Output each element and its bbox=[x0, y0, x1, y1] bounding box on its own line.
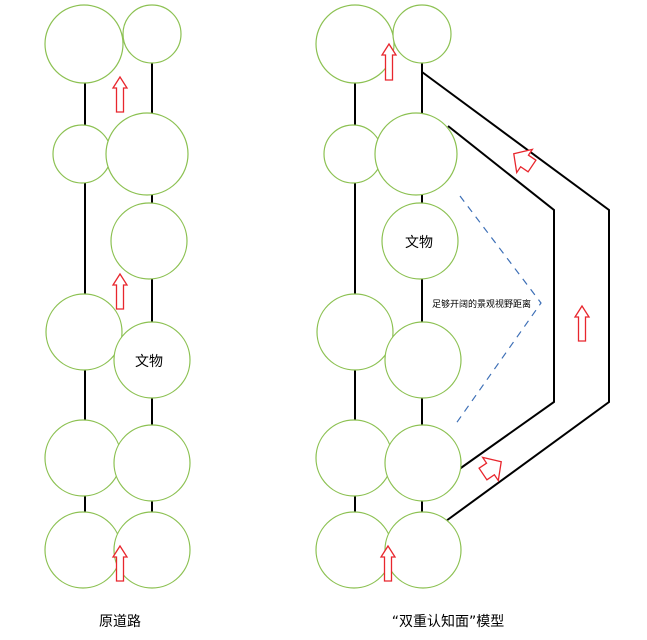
tree bbox=[374, 112, 458, 196]
outer-loop-path bbox=[421, 71, 610, 522]
tree bbox=[384, 424, 462, 502]
dual-cognition-panel: 文物 足够开阔的景观视野距离 “双重认知面”模型 bbox=[315, 4, 610, 630]
tree bbox=[315, 4, 395, 84]
tree bbox=[44, 4, 124, 84]
relic-circle bbox=[381, 202, 459, 280]
original-road-panel: 文物 原道路 bbox=[44, 4, 191, 630]
tree bbox=[110, 202, 188, 280]
model-arrows bbox=[379, 42, 591, 582]
up-arrow-icon bbox=[111, 75, 129, 113]
tree bbox=[122, 4, 182, 64]
tree bbox=[105, 112, 189, 196]
tree bbox=[44, 511, 122, 589]
up-arrow-icon bbox=[573, 304, 591, 342]
tree bbox=[323, 124, 383, 184]
tree bbox=[316, 293, 394, 371]
tree bbox=[315, 511, 393, 589]
up-arrow-icon bbox=[379, 544, 397, 582]
tree bbox=[384, 511, 462, 589]
tree bbox=[52, 124, 112, 184]
sightline bbox=[454, 195, 542, 426]
tree bbox=[44, 419, 122, 497]
tree bbox=[315, 419, 393, 497]
view-sightline bbox=[454, 195, 542, 426]
original-road-caption: 原道路 bbox=[99, 614, 141, 630]
view-distance-label: 足够开阔的景观视野距离 bbox=[432, 298, 531, 310]
up-arrow-icon bbox=[478, 456, 502, 483]
relic-label: 文物 bbox=[135, 354, 163, 370]
tree bbox=[45, 293, 123, 371]
original-road-arrows bbox=[111, 75, 129, 582]
relic-circle bbox=[113, 321, 191, 399]
original-road-trees bbox=[44, 4, 191, 589]
up-arrow-icon bbox=[111, 272, 129, 310]
up-arrow-icon bbox=[513, 148, 537, 175]
tree bbox=[384, 321, 462, 399]
up-arrow-icon bbox=[380, 42, 398, 81]
inner-loop-path bbox=[447, 125, 555, 471]
relic-label: 文物 bbox=[405, 235, 433, 251]
tree bbox=[113, 424, 191, 502]
model-trees bbox=[315, 4, 462, 589]
up-arrow-icon bbox=[111, 544, 129, 582]
dual-cognition-caption: “双重认知面”模型 bbox=[392, 613, 505, 630]
tree bbox=[392, 4, 452, 64]
tree bbox=[113, 511, 191, 589]
